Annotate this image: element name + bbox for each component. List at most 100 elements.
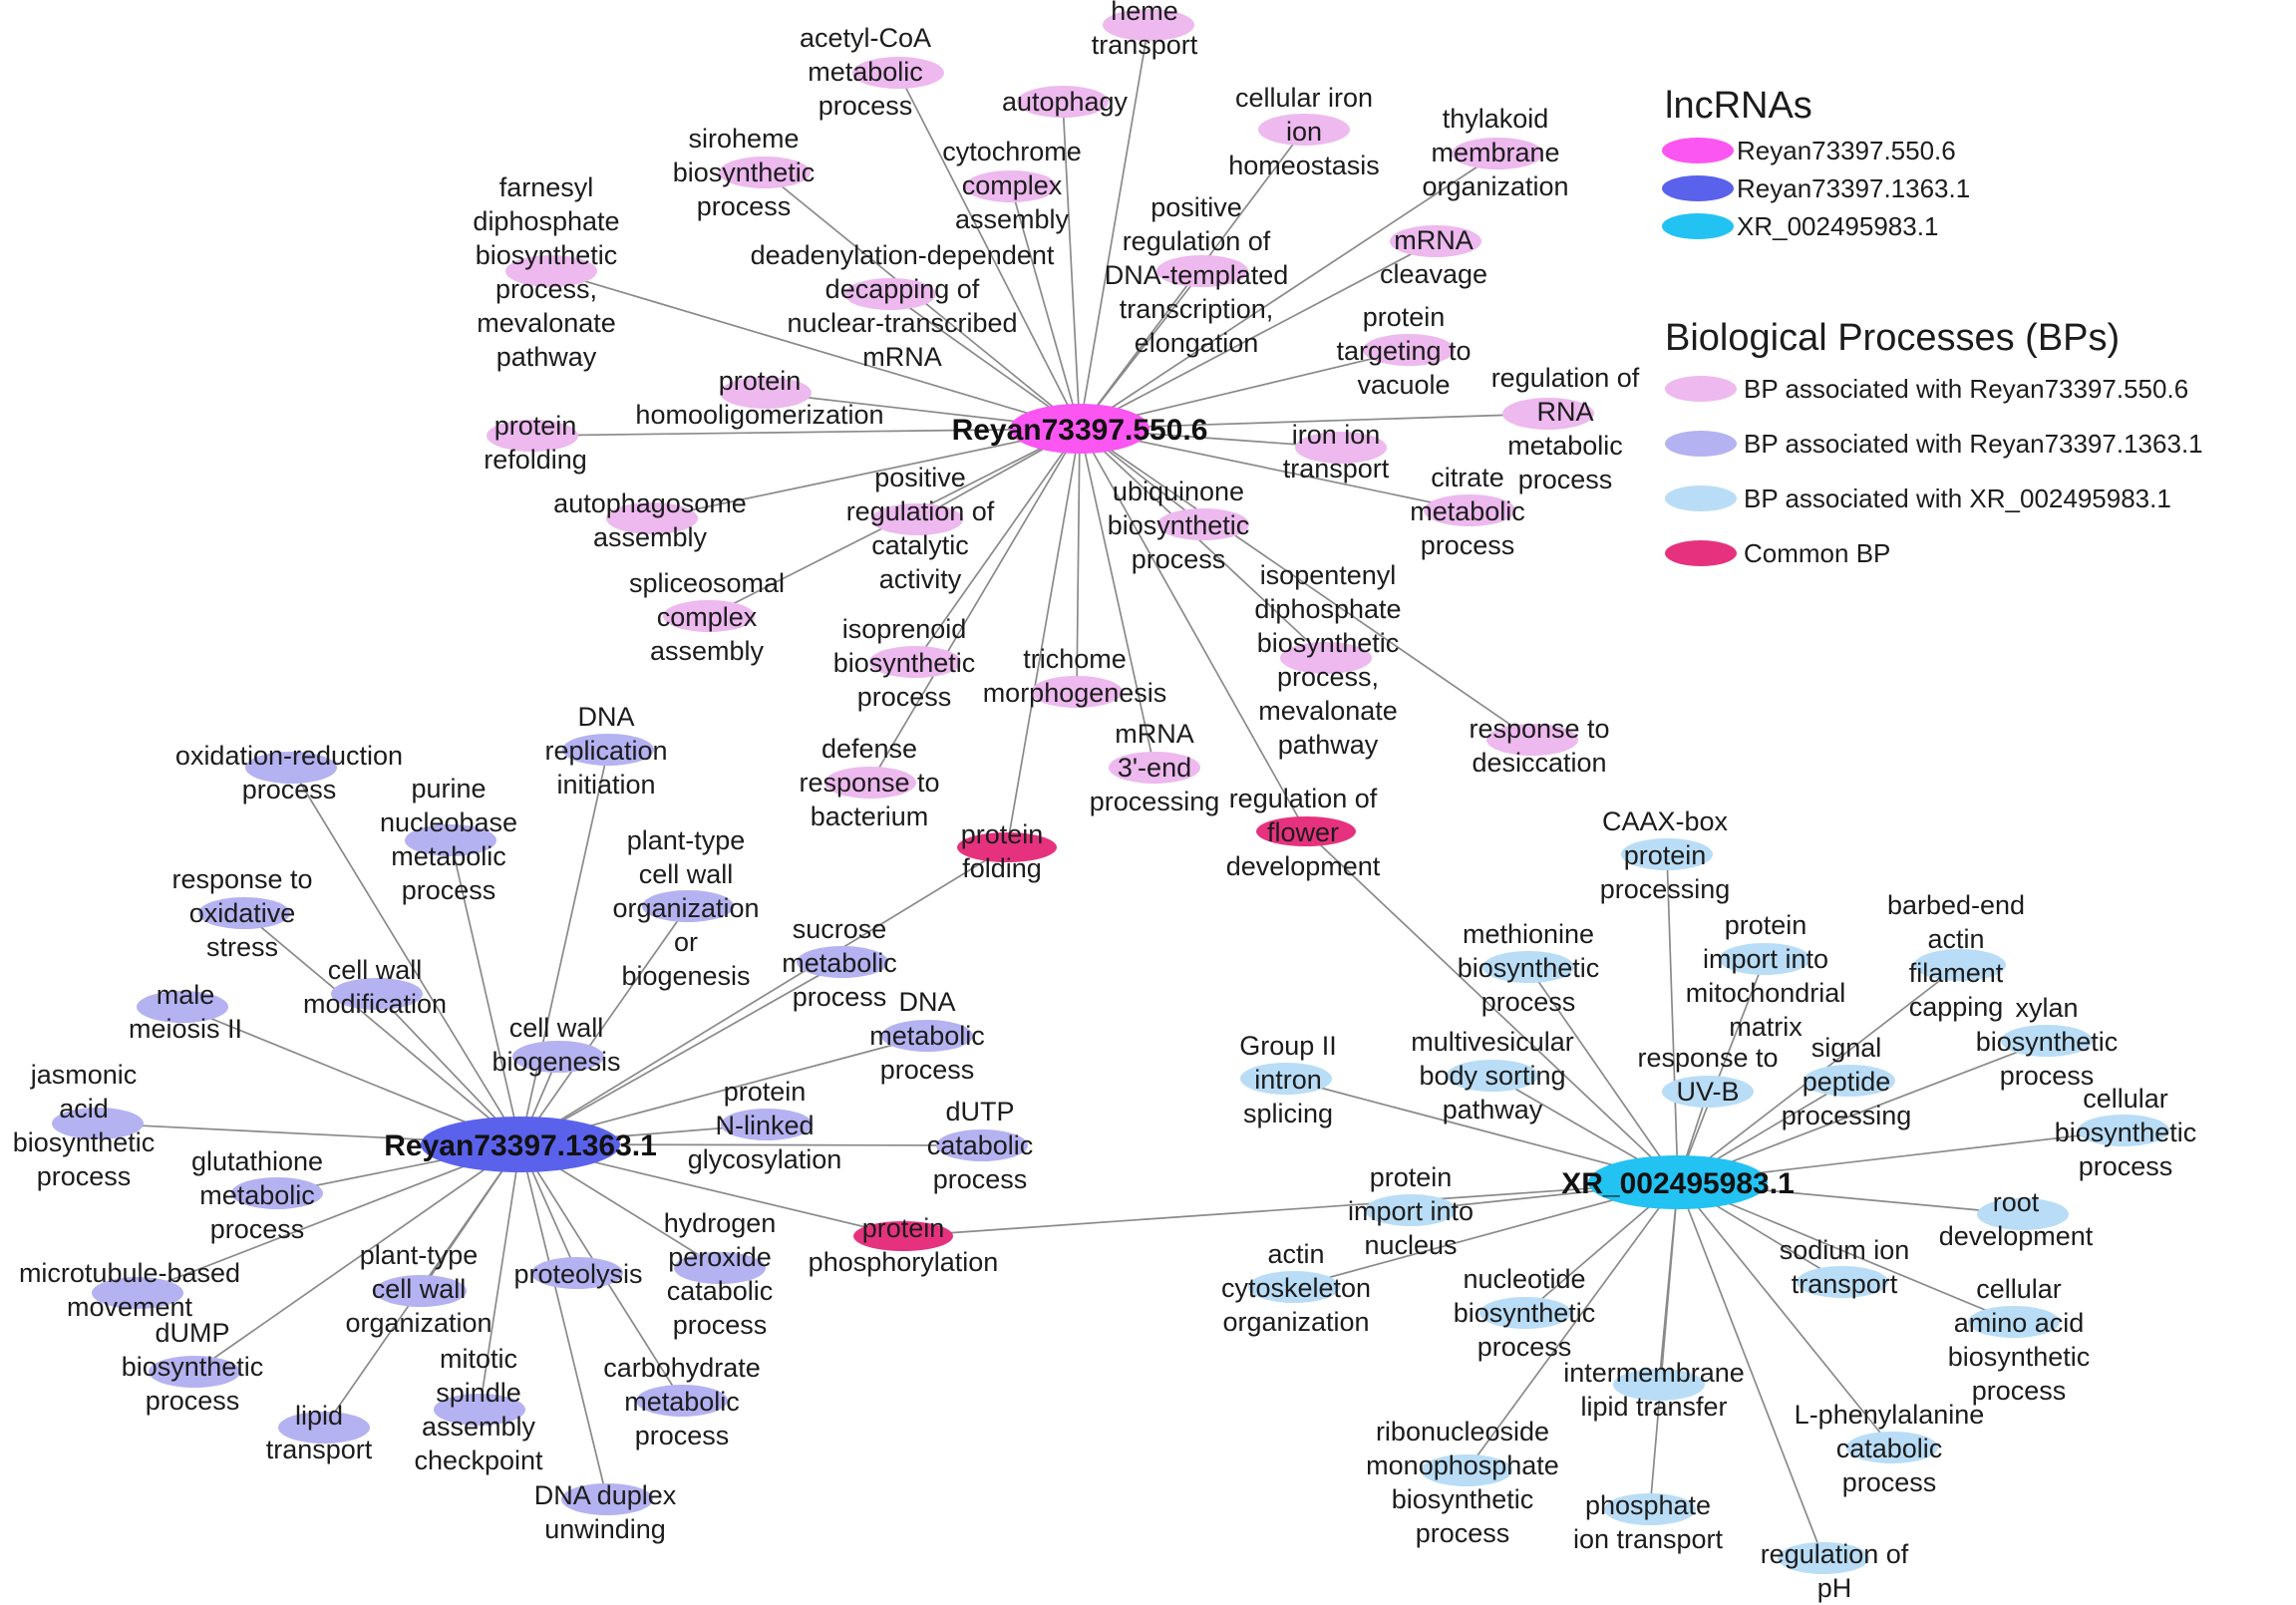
- node-label-line: phosphorylation: [809, 1247, 999, 1277]
- hub-hxr[interactable]: XR_002495983.1: [1561, 1155, 1795, 1209]
- hub-h1363[interactable]: Reyan73397.1363.1: [384, 1117, 657, 1172]
- legend-swatch: [1665, 431, 1737, 457]
- hub-h550[interactable]: Reyan73397.550.6: [952, 404, 1208, 454]
- node-label-line: process: [857, 682, 952, 712]
- node-label-line: cellular: [2083, 1084, 2168, 1114]
- node-label-line: mevalonate: [477, 308, 616, 338]
- node-label-line: isoprenoid: [842, 614, 967, 644]
- proteolysis-node[interactable]: proteolysis: [513, 1257, 643, 1289]
- legend-lncrna-item: Reyan73397.1363.1: [1737, 173, 1970, 203]
- autophagy-node[interactable]: autophagy: [1002, 86, 1129, 118]
- node-label-line: isopentenyl: [1260, 560, 1397, 590]
- node-label-line: protein: [1624, 840, 1707, 870]
- node-label-line: pathway: [1278, 730, 1379, 760]
- node-label-line: cell wall: [639, 859, 734, 889]
- node-label-line: metabolic: [782, 948, 897, 978]
- node-ellipse: [331, 978, 423, 1010]
- node-ellipse: [1156, 255, 1248, 287]
- node-label-line: transport: [266, 1435, 373, 1464]
- node-label-line: biosynthetic: [13, 1127, 156, 1157]
- node-label-line: metabolic: [199, 1180, 315, 1210]
- edge-a23-h550: [914, 428, 1081, 663]
- node-label-line: protein: [719, 366, 802, 396]
- node-ellipse: [1109, 752, 1200, 784]
